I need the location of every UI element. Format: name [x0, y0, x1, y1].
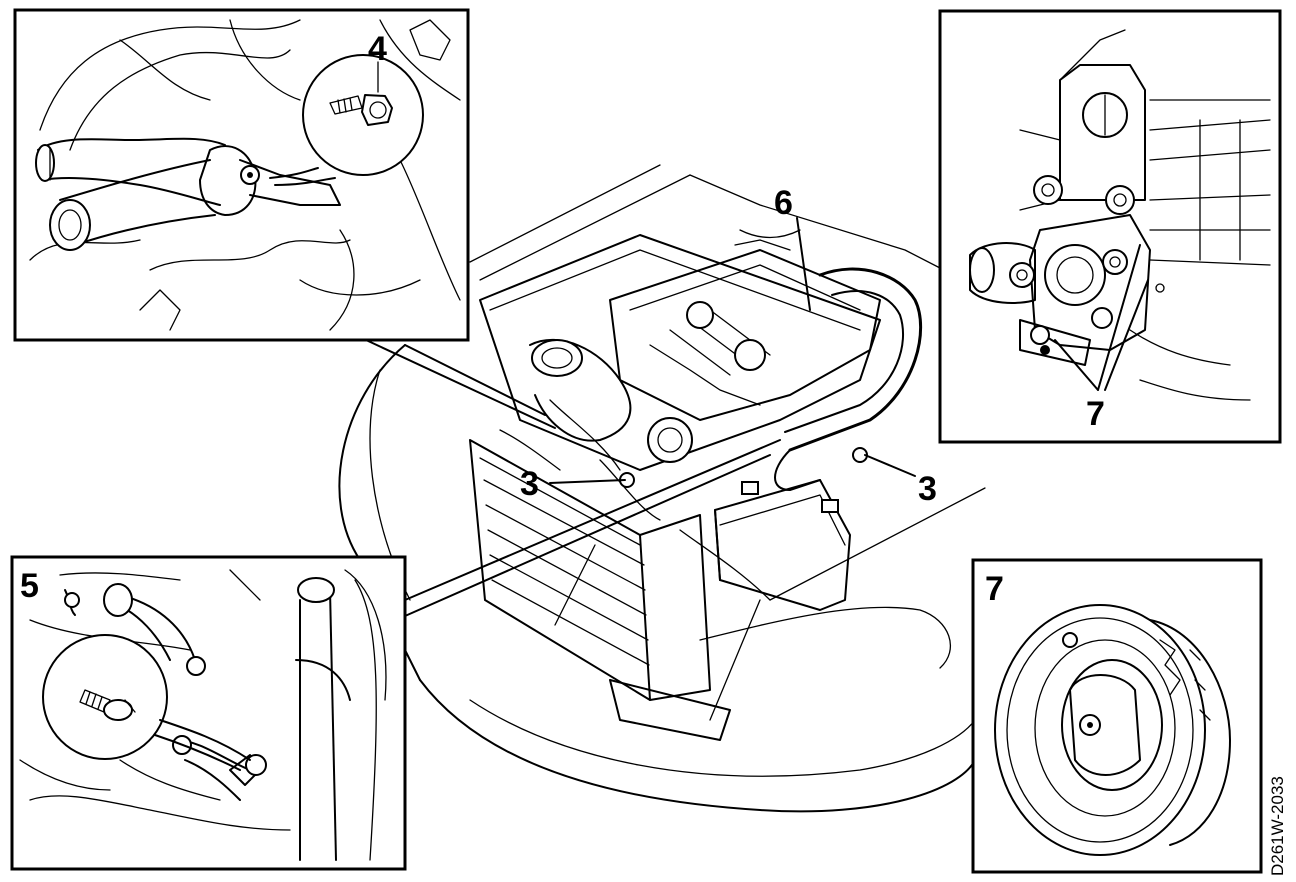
callout-bolt-4: 4: [368, 30, 387, 68]
drawing-code: D261W-2033: [1268, 776, 1287, 876]
callout-thermostat-7: 7: [985, 570, 1004, 608]
inset-top-left: 4: [13, 8, 470, 342]
inset-bottom-left: 5: [10, 555, 407, 871]
engine-bay-main-view: [338, 164, 976, 813]
callout-engine-3-left: 3: [520, 465, 539, 503]
leader-lines: [365, 217, 986, 721]
inset-top-right: 7: [938, 9, 1282, 444]
callout-housing-7: 7: [1086, 395, 1105, 433]
callout-engine-6: 6: [774, 184, 793, 222]
inset-bottom-right: 7: [971, 558, 1263, 874]
callout-engine-3-right: 3: [918, 470, 937, 508]
callout-bracket-5: 5: [20, 567, 39, 605]
